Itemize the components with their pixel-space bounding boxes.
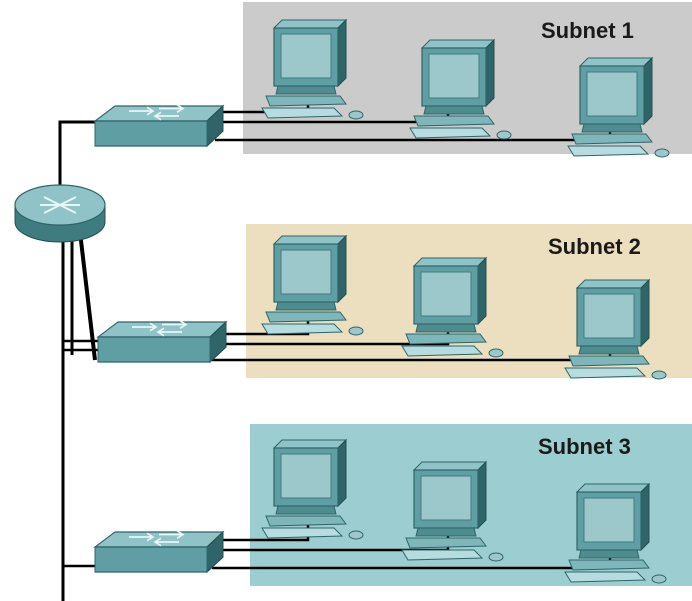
subnet-3-label: Subnet 3 — [538, 434, 631, 459]
subnet-1-label: Subnet 1 — [541, 18, 634, 43]
router-icon — [14, 184, 106, 243]
cable-router-diagonal — [78, 231, 97, 361]
subnet-2-label: Subnet 2 — [548, 234, 641, 259]
switch-2-icon — [97, 319, 227, 363]
router-cables — [58, 120, 102, 601]
cable-router-to-switch-1 — [58, 120, 97, 206]
switch-1-icon — [94, 103, 224, 147]
switch-3-icon — [94, 529, 224, 573]
